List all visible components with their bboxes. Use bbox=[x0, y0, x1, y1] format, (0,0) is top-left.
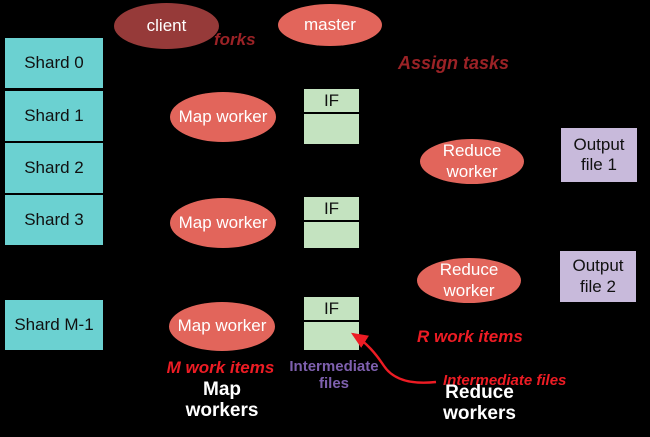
reduce-worker-node-1: Reduce worker bbox=[420, 139, 524, 184]
if-box-2-label: IF bbox=[304, 197, 359, 222]
map-workers-caption: Map workers bbox=[185, 379, 259, 421]
if-box-1: IF bbox=[304, 89, 359, 144]
if-box-1-label: IF bbox=[304, 89, 359, 114]
reduce-workers-caption: Reduce workers bbox=[443, 382, 516, 424]
if-box-2: IF bbox=[304, 197, 359, 248]
map-worker-node-1: Map worker bbox=[170, 92, 276, 142]
reduce-worker-node-2: Reduce worker bbox=[417, 258, 521, 303]
shard-box-1: Shard 1 bbox=[5, 91, 103, 141]
shard-box-m1: Shard M-1 bbox=[5, 300, 103, 350]
intermediate-files-red-label: Intermediate files bbox=[443, 372, 567, 389]
master-node: master bbox=[278, 4, 382, 46]
r-work-items-label: R work items bbox=[417, 327, 523, 346]
m-work-items-label: M work items bbox=[166, 358, 275, 377]
client-node: client bbox=[114, 3, 219, 49]
intermediate-files-purple-label: Intermediate files bbox=[289, 358, 379, 393]
if-box-3-label: IF bbox=[304, 297, 359, 322]
output-file-box-1: Output file 1 bbox=[561, 128, 637, 182]
shard-box-2: Shard 2 bbox=[5, 143, 103, 193]
if-box-3: IF bbox=[304, 297, 359, 350]
shard-box-0: Shard 0 bbox=[5, 38, 103, 88]
forks-label: forks bbox=[214, 30, 256, 49]
assign-tasks-label: Assign tasks bbox=[398, 53, 510, 73]
shard-box-3: Shard 3 bbox=[5, 195, 103, 245]
map-worker-node-2: Map worker bbox=[170, 198, 276, 248]
output-file-box-2: Output file 2 bbox=[560, 251, 636, 302]
map-worker-node-3: Map worker bbox=[169, 302, 275, 351]
